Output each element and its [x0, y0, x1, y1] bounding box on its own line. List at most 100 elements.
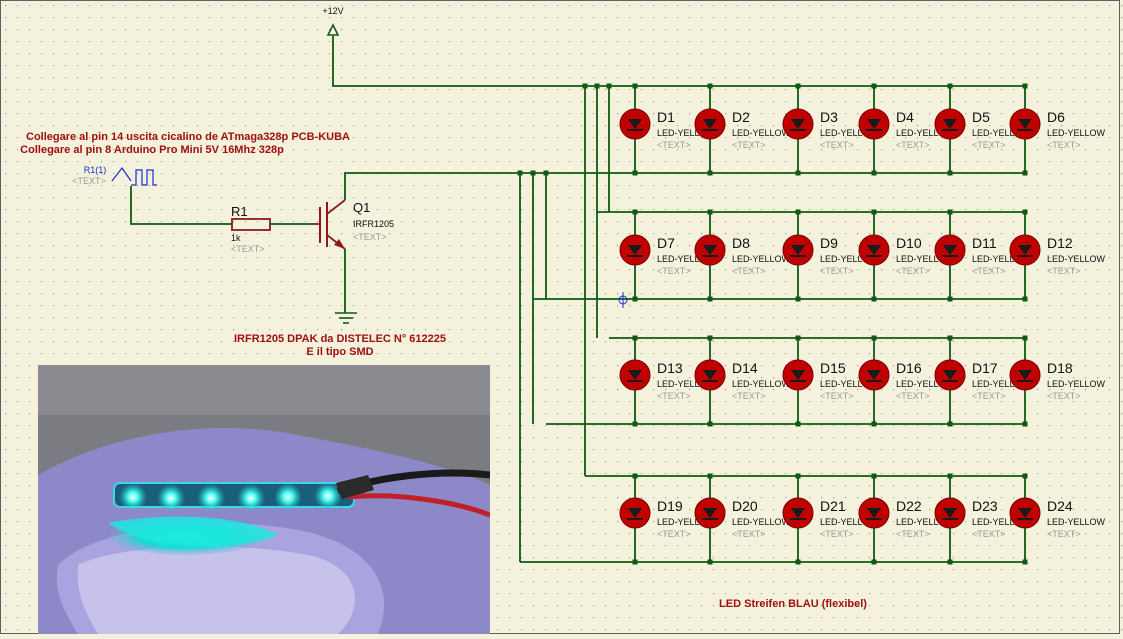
junction-dot [871, 473, 877, 479]
junction-dot [947, 335, 953, 341]
power-terminal[interactable]: +12V [322, 6, 344, 36]
led-text: <TEXT> [972, 140, 1006, 150]
diode-triangle-icon [867, 508, 881, 518]
led-ref: D12 [1047, 235, 1073, 251]
diode-triangle-icon [867, 370, 881, 380]
junction-dot [707, 421, 713, 427]
generator-text: <TEXT> [72, 176, 106, 186]
junction-dot [871, 209, 877, 215]
led-text: <TEXT> [657, 140, 691, 150]
led-ref: D16 [896, 360, 922, 376]
junction-dot [947, 559, 953, 565]
led-ref: D21 [820, 498, 846, 514]
led-ref: D13 [657, 360, 683, 376]
led-value: LED-YELLOW [657, 128, 716, 138]
generator-arrow-icon [111, 166, 132, 182]
junction-dot [795, 170, 801, 176]
diode-triangle-icon [943, 119, 957, 129]
junction-dot [871, 559, 877, 565]
mosfet-note-line-1: IRFR1205 DPAK da DISTELEC N° 612225 [234, 333, 446, 345]
ground-symbol[interactable] [335, 312, 357, 324]
junction-dot [795, 421, 801, 427]
led-value: LED-YELLOW [732, 128, 791, 138]
junction-dot [947, 296, 953, 302]
led-matrix: D1LED-YELLOW<TEXT>D2LED-YELLOW<TEXT>D3LE… [619, 108, 1106, 539]
pulse-generator[interactable]: R1(1) <TEXT> [72, 165, 157, 186]
annotation-line-2: Collegare al pin 8 Arduino Pro Mini 5V 1… [20, 144, 284, 156]
transistor-arrow-icon [334, 239, 345, 249]
transistor-value: IRFR1205 [353, 219, 394, 229]
led-text: <TEXT> [657, 529, 691, 539]
junction-dot [707, 209, 713, 215]
junction-dot [1022, 296, 1028, 302]
led-value: LED-YELLOW [896, 517, 955, 527]
led-value: LED-YELLOW [820, 517, 879, 527]
led-value: LED-YELLOW [1047, 254, 1106, 264]
square-wave-icon [131, 169, 157, 186]
junction-dot [543, 170, 549, 176]
led-text: <TEXT> [732, 140, 766, 150]
junction-dot [1022, 335, 1028, 341]
diode-triangle-icon [628, 119, 642, 129]
junction-dot [947, 83, 953, 89]
led-text: <TEXT> [657, 266, 691, 276]
junction-dot [1022, 473, 1028, 479]
junction-dot [632, 209, 638, 215]
cursor-marker-icon [618, 292, 628, 308]
diode-triangle-icon [943, 245, 957, 255]
led-value: LED-YELLOW [1047, 379, 1106, 389]
diode-triangle-icon [791, 370, 805, 380]
led-text: <TEXT> [896, 529, 930, 539]
junction-dot [871, 421, 877, 427]
diode-triangle-icon [1018, 370, 1032, 380]
diode-triangle-icon [791, 245, 805, 255]
wire [130, 186, 232, 225]
strip-note: LED Streifen BLAU (flexibel) [719, 598, 867, 610]
diode-triangle-icon [791, 119, 805, 129]
diode-triangle-icon [628, 508, 642, 518]
led-text: <TEXT> [657, 391, 691, 401]
junction-dot [795, 473, 801, 479]
junction-dot [871, 296, 877, 302]
led-text: <TEXT> [732, 529, 766, 539]
led-value: LED-YELLOW [732, 254, 791, 264]
mosfet-q1[interactable]: Q1 IRFR1205 <TEXT> [314, 199, 394, 250]
led-value: LED-YELLOW [820, 128, 879, 138]
junction-dot [530, 170, 536, 176]
junction-dot [1022, 209, 1028, 215]
led-text: <TEXT> [972, 529, 1006, 539]
led-text: <TEXT> [732, 266, 766, 276]
junction-dot [707, 83, 713, 89]
junction-dot [632, 421, 638, 427]
junction-dot [632, 83, 638, 89]
led-ref: D23 [972, 498, 998, 514]
led-text: <TEXT> [1047, 391, 1081, 401]
diode-triangle-icon [867, 245, 881, 255]
junction-dot [632, 170, 638, 176]
